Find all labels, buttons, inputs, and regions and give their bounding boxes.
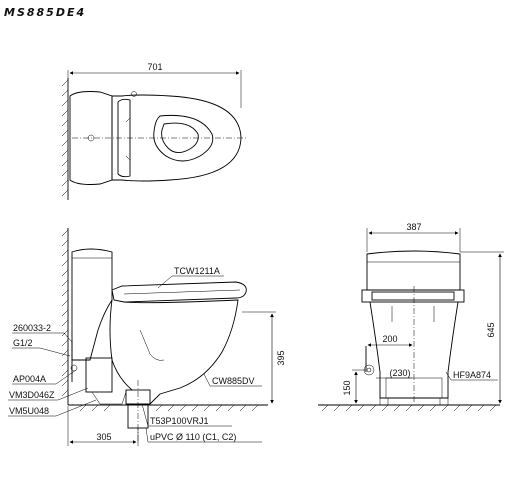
side-bowl <box>123 299 239 405</box>
top-seat-hinge <box>117 98 131 178</box>
center-dim: (230) <box>389 368 410 378</box>
label-thread: G1/2 <box>13 338 33 348</box>
label-hinge: HF9A874 <box>453 370 491 380</box>
label-trap: T53P100VRJ1 <box>150 416 209 426</box>
seat-height-dim: 395 <box>276 350 286 365</box>
side-plumbing-box <box>85 357 113 393</box>
model-title: MS885DE4 <box>4 6 87 19</box>
front-seat-lid <box>371 291 455 301</box>
label-bowl: CW885DV <box>212 376 255 386</box>
front-seat <box>361 289 465 303</box>
front-tank <box>366 250 461 291</box>
top-wall-hatch <box>61 79 69 197</box>
front-width-dim: 387 <box>406 222 421 232</box>
top-width-dim: 701 <box>147 62 162 72</box>
floor-supply-dim: 150 <box>342 380 352 395</box>
label-seat: TCW1211A <box>174 266 220 276</box>
label-flange: VM3D046Z <box>9 390 55 400</box>
label-pipe: uPVC Ø 110 (C1, C2) <box>150 432 236 442</box>
label-bolt: VM5U048 <box>9 406 49 416</box>
side-tank <box>71 248 113 361</box>
front-height-dim: 645 <box>486 322 496 337</box>
label-stop-valve: 260033-2 <box>13 323 51 333</box>
top-view: 701 <box>61 62 248 200</box>
label-angle-valve: AP004A <box>13 374 46 384</box>
front-view: 387 645 <box>318 222 504 412</box>
top-bowl-outer <box>153 114 214 162</box>
top-bowl-inner <box>161 122 199 153</box>
supply-offset-dim: 200 <box>382 334 397 344</box>
side-bowl-back <box>109 299 133 391</box>
depth-dim: 305 <box>96 432 111 442</box>
side-seat <box>111 281 247 303</box>
side-trapway <box>139 329 165 361</box>
side-view: 395 305 TCW1211A CW885DV 260033-2 G1/2 A… <box>8 228 286 446</box>
